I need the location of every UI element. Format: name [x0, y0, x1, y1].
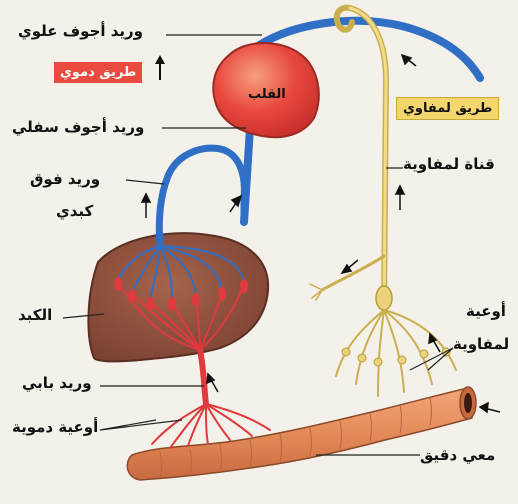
label-blood-vessels: أوعية دموية: [12, 420, 98, 435]
portal-vein: [152, 350, 270, 448]
label-inferior-vena-cava: وريد أجوف سفلي: [12, 120, 144, 135]
inferior-vena-cava: [244, 128, 250, 222]
label-liver: الكبد: [18, 308, 52, 323]
lymph-route-badge: طريق لمفاوي: [396, 97, 499, 120]
label-lymph-duct: قناة لمفاوية: [403, 157, 495, 172]
small-intestine: [127, 387, 476, 480]
label-superior-vena-cava: وريد أجوف علوي: [18, 24, 143, 39]
label-heart: القلب: [248, 88, 286, 101]
label-hepatic-vein-line2: كبدي: [56, 204, 93, 219]
label-hepatic-vein-line1: وريد فوق: [30, 172, 100, 187]
label-lymph-vessels-line1: أوعية: [466, 304, 506, 319]
label-portal-vein: وريد بابي: [22, 376, 92, 391]
label-small-intestine: معي دقيق: [420, 448, 495, 463]
label-lymph-vessels-line2: لمفاوية: [453, 337, 509, 352]
hepatic-vein: [159, 148, 244, 246]
blood-route-badge: طريق دموي: [54, 62, 142, 83]
